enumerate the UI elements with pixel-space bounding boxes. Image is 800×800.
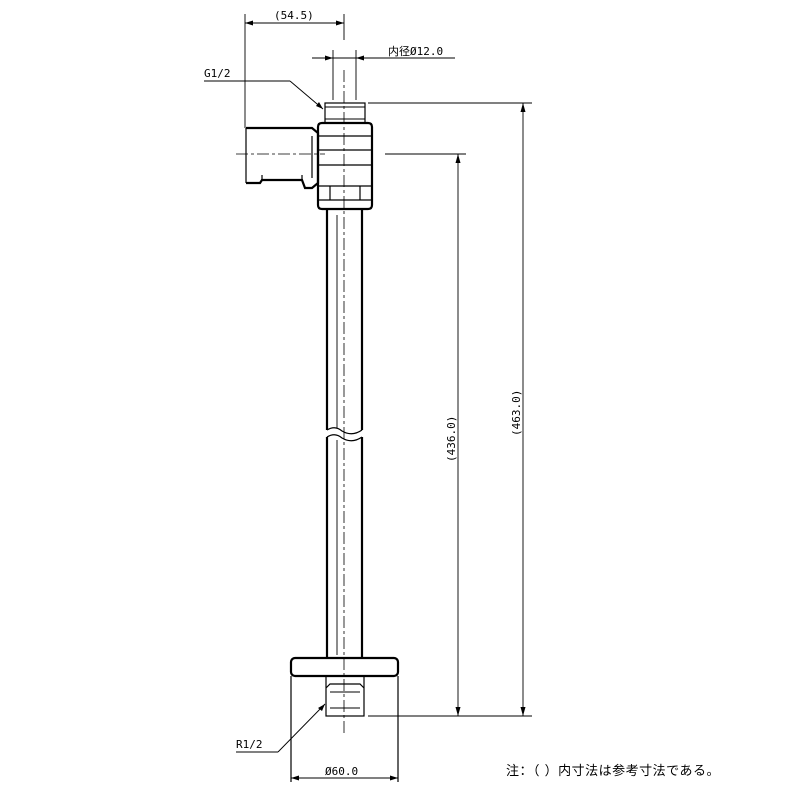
offset-width-label: (54.5) <box>274 9 314 22</box>
dimension-offset-width: (54.5) <box>244 9 345 128</box>
dimension-inner-diameter: 内径Ø12.0 <box>312 44 455 100</box>
dimension-partial-height: (436.0) <box>385 153 466 716</box>
thread-top-callout: G1/2 <box>204 67 324 110</box>
reference-note: 注：（ ）内寸法は参考寸法である。 <box>506 764 721 779</box>
thread-bottom-label: R1/2 <box>236 738 263 751</box>
flange <box>289 656 400 782</box>
dimension-flange-diameter: Ø60.0 <box>291 765 398 781</box>
dimension-total-height: (463.0) <box>368 102 532 717</box>
flange-diameter-label: Ø60.0 <box>325 765 358 778</box>
total-height-label: (463.0) <box>510 390 523 436</box>
pipe <box>325 209 364 658</box>
partial-height-label: (436.0) <box>445 416 458 462</box>
top-fitting <box>236 102 374 211</box>
thread-bottom-callout: R1/2 <box>236 703 326 753</box>
thread-top-label: G1/2 <box>204 67 231 80</box>
inner-diameter-label: 内径Ø12.0 <box>388 44 443 58</box>
